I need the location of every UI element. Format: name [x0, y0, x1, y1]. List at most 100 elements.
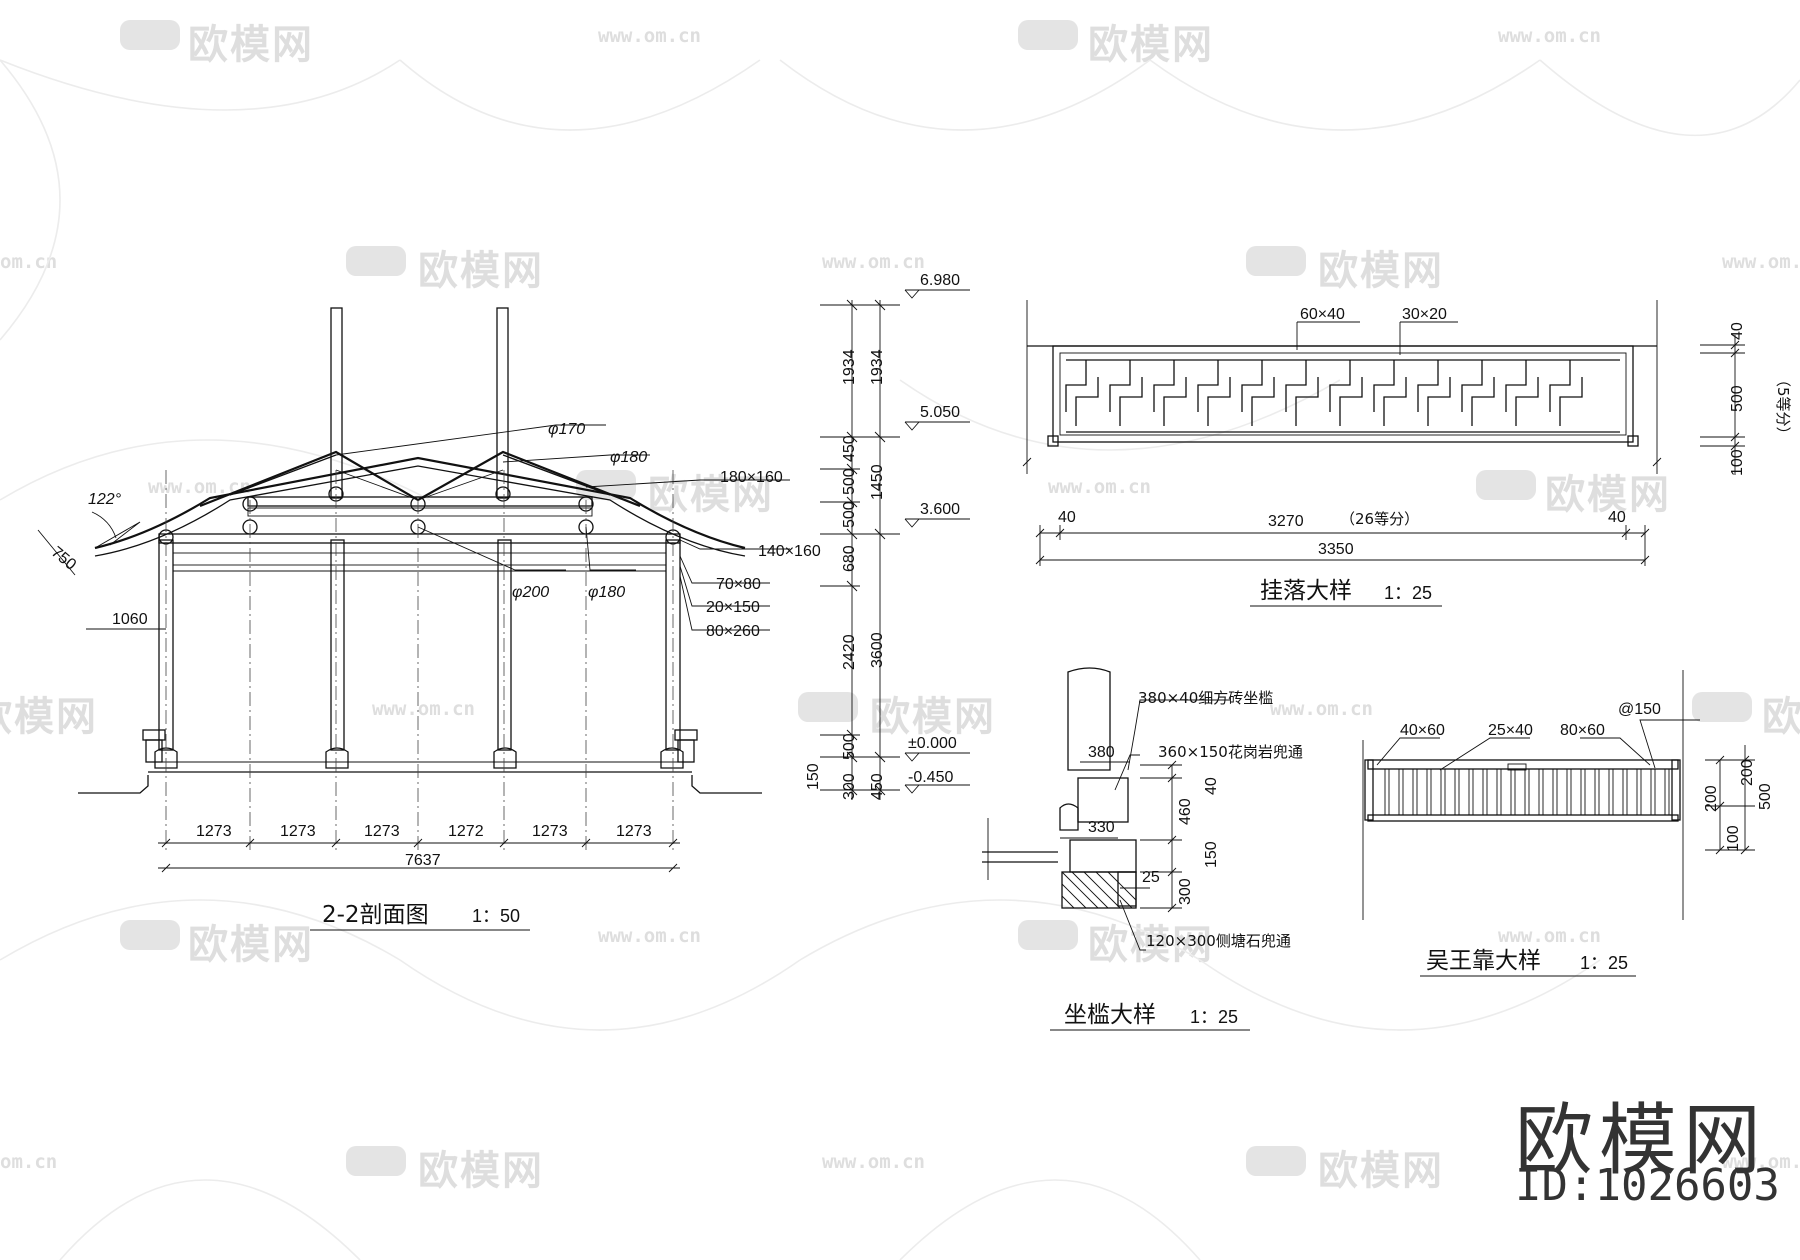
watermark-brand: 欧模网: [418, 1148, 544, 1194]
elevation-minus-0450: -0.450: [908, 769, 953, 786]
gualuo-span: 3270: [1268, 513, 1304, 530]
wuwangkao-dim: 200: [1703, 785, 1720, 812]
level-dim: 680: [841, 545, 858, 572]
bay-dim-6: 1273: [616, 823, 652, 840]
watermark-brand: 欧模网: [1318, 248, 1444, 294]
watermark-brand: 欧模网: [418, 248, 544, 294]
member-20x150: 20×150: [706, 599, 760, 616]
member-phi180-top: φ180: [610, 449, 647, 466]
zuokan-dim-40: 40: [1203, 777, 1220, 795]
wuwangkao-scale: 1：25: [1580, 953, 1628, 973]
backrest-bars: [1384, 769, 1670, 815]
watermark-url: www.om.cn: [822, 251, 925, 273]
zuokan-scale: 1：25: [1190, 1007, 1238, 1027]
gualuo-bar-size: 30×20: [1402, 306, 1447, 323]
wuwangkao-post-size: 40×60: [1400, 722, 1445, 739]
zuokan-dim-25: 25: [1142, 869, 1160, 886]
zuokan-dim-330: 330: [1088, 819, 1115, 836]
section-title: 2-2剖面图: [322, 902, 429, 928]
gualuo-side-dim: 500: [1729, 385, 1746, 412]
watermark-brand: 欧模网: [1318, 1148, 1444, 1194]
fretwork-pattern: [1065, 359, 1620, 433]
section-2-2-drawing: 1273 1273 1273 1272 1273 1273 7637 1060 …: [37, 307, 821, 931]
member-phi200: φ200: [512, 584, 549, 601]
overhang-dim-line: [37, 529, 76, 576]
elevation-6980: 6.980: [920, 272, 960, 289]
watermark-brand: 欧模网: [1545, 472, 1671, 518]
elevation-3600: 3.600: [920, 501, 960, 518]
zuokan-dim-300: 300: [1177, 878, 1194, 905]
wuwangkao-bar-size: 25×40: [1488, 722, 1533, 739]
eave-height-dim: 1060: [112, 611, 148, 628]
level-dim: 500: [841, 468, 858, 495]
watermark-logos: [120, 20, 1752, 1176]
watermark-url: www.om.cn: [148, 476, 251, 498]
gualuo-side-note: （5等分）: [1774, 372, 1792, 442]
watermark-url: www.om.cn: [372, 698, 475, 720]
angle-arc: [91, 511, 117, 539]
zuokan-note-2: 360×150花岗岩兜通: [1158, 743, 1303, 761]
watermark-url: www.om.cn: [1498, 25, 1601, 47]
watermark-url: www.om.cn: [1048, 476, 1151, 498]
watermark-url: www.om.cn: [1722, 251, 1800, 273]
elevation-5050: 5.050: [920, 404, 960, 421]
zuokan-title: 坐槛大样: [1064, 1002, 1156, 1028]
member-leaders: [335, 424, 790, 631]
ground-line-right: [691, 775, 762, 794]
zuokan-detail-drawing: [982, 667, 1230, 951]
watermark-brand: 欧模网: [188, 922, 314, 968]
roof-angle: 122°: [88, 491, 122, 508]
level-dimension-stack: [820, 289, 970, 800]
level-dim: 3600: [869, 632, 886, 668]
ground-line-left: [78, 775, 149, 794]
watermark-url: om.cn: [0, 251, 58, 273]
backrest-bottom-rail: [1367, 814, 1679, 822]
pole-left: [330, 307, 343, 499]
bay-dimension-lines: [158, 838, 680, 873]
zuokan-note-1: 380×40细方砖坐槛: [1138, 689, 1273, 707]
zuokan-note-3: 120×300侧塘石兜通: [1146, 932, 1291, 950]
inner-level-dims: 1934 450 500 500 680 2420 500 300 150: [805, 349, 858, 800]
watermark-brand: 欧模网: [870, 694, 996, 740]
level-dim: 500: [841, 733, 858, 760]
section-scale: 1：50: [472, 906, 520, 926]
watermark-url: www.om.cn: [598, 925, 701, 947]
backrest-top-rail: [1367, 759, 1679, 770]
elevation-0000: ±0.000: [908, 735, 957, 752]
level-dim: 1450: [869, 464, 886, 500]
gualuo-title: 挂落大样: [1260, 578, 1352, 604]
wuwangkao-dim: 100: [1725, 825, 1742, 852]
watermark-url: www.om.cn: [1498, 925, 1601, 947]
level-dim: 1934: [841, 349, 858, 385]
wuwangkao-spacing: @150: [1618, 701, 1661, 718]
level-dim: 450: [841, 435, 858, 462]
gualuo-side-dim: 40: [1729, 322, 1746, 340]
watermark-brand: 欧模网: [1088, 922, 1214, 968]
wuwangkao-detail-drawing: [1362, 670, 1755, 920]
member-phi170: φ170: [548, 421, 585, 438]
member-70x80: 70×80: [716, 576, 761, 593]
zuokan-dim-460: 460: [1177, 798, 1194, 825]
drawing-id: ID:1026603: [1515, 1160, 1780, 1211]
watermark-url: om.cn: [0, 1151, 58, 1173]
watermark-brand: 欧模网: [0, 694, 98, 740]
wuwangkao-dim: 500: [1757, 783, 1774, 810]
watermark-arcs: [0, 59, 1800, 1260]
level-dim: 450: [869, 773, 886, 800]
gualuo-end-right: 40: [1608, 509, 1626, 526]
watermark-url: www.om.cn: [598, 25, 701, 47]
watermark-brand: 欧模网: [1762, 694, 1800, 740]
total-span-dim: 7637: [405, 852, 441, 869]
gualuo-scale: 1：25: [1384, 583, 1432, 603]
level-dim: 2420: [841, 634, 858, 670]
bay-dim-2: 1273: [280, 823, 316, 840]
wuwangkao-dim: 200: [1739, 759, 1756, 786]
gualuo-total: 3350: [1318, 541, 1354, 558]
zuokan-dim-150: 150: [1203, 841, 1220, 868]
bay-dim-5: 1273: [532, 823, 568, 840]
gualuo-division-note: （26等分）: [1340, 510, 1419, 528]
gualuo-side-dim: 100: [1729, 449, 1746, 476]
level-dim: 500: [841, 501, 858, 528]
zuokan-dim-380: 380: [1088, 744, 1115, 761]
level-dim: 300: [841, 773, 858, 800]
